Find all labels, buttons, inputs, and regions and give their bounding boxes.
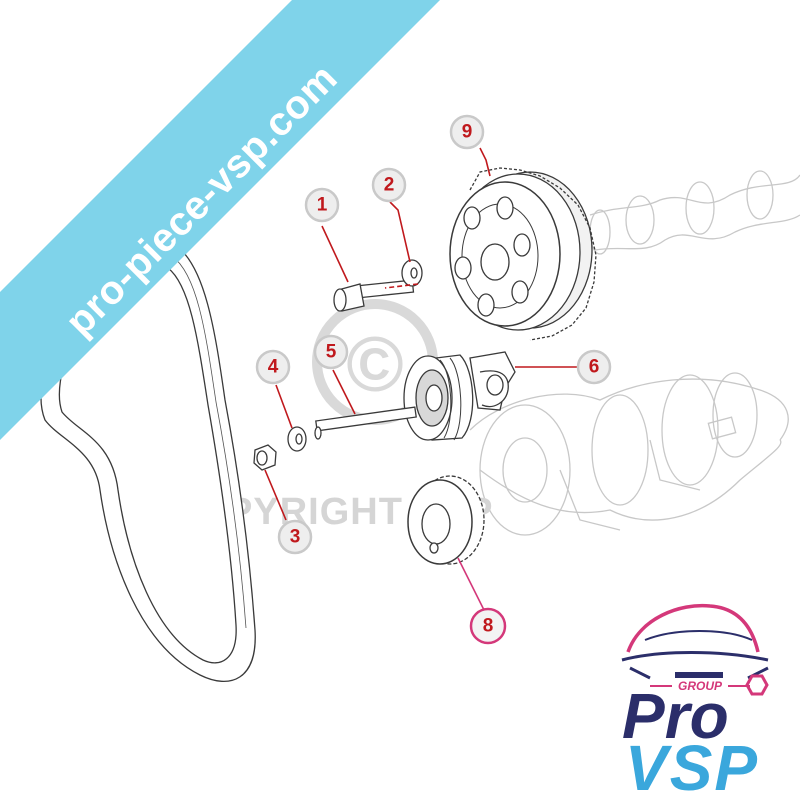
- callout-2-label: 2: [384, 175, 395, 196]
- leader-lines: [159, 147, 578, 611]
- bolt: [333, 279, 415, 312]
- brand-logo: GROUP Pro VSP: [621, 603, 769, 800]
- washer-lower: [287, 426, 307, 452]
- callout-9: 9: [449, 114, 485, 150]
- stud: [314, 406, 417, 440]
- callout-8-label: 8: [483, 616, 494, 637]
- washer-upper: [401, 259, 423, 287]
- logo-group-label: GROUP: [678, 679, 723, 693]
- hex-bolt-icon: [745, 674, 769, 696]
- nut: [253, 444, 277, 471]
- callout-3-label: 3: [290, 527, 301, 548]
- callout-4: 4: [255, 349, 291, 385]
- crankshaft-sprocket: [407, 475, 485, 565]
- logo-word-vsp: VSP: [625, 732, 759, 800]
- callout-4-label: 4: [268, 357, 279, 378]
- camshaft-pulley: [449, 167, 597, 341]
- tensioner-roller: [403, 351, 516, 441]
- callout-5: 5: [313, 334, 349, 370]
- callout-8: 8: [469, 607, 507, 645]
- callout-6-label: 6: [589, 357, 600, 378]
- callout-3: 3: [277, 519, 313, 555]
- crankshaft-ghost: [469, 372, 789, 536]
- copyright-symbol: ©: [346, 320, 403, 408]
- callout-6: 6: [576, 349, 612, 385]
- camshaft-ghost: [589, 170, 800, 255]
- callout-9-label: 9: [462, 122, 473, 143]
- timing-belt: [40, 236, 256, 683]
- logo-word-pro: Pro: [622, 680, 729, 752]
- callout-1: 1: [304, 187, 340, 223]
- banner-stripe: [0, 0, 440, 440]
- callout-1-label: 1: [317, 195, 328, 216]
- callout-2: 2: [371, 167, 407, 203]
- callout-5-label: 5: [326, 342, 337, 363]
